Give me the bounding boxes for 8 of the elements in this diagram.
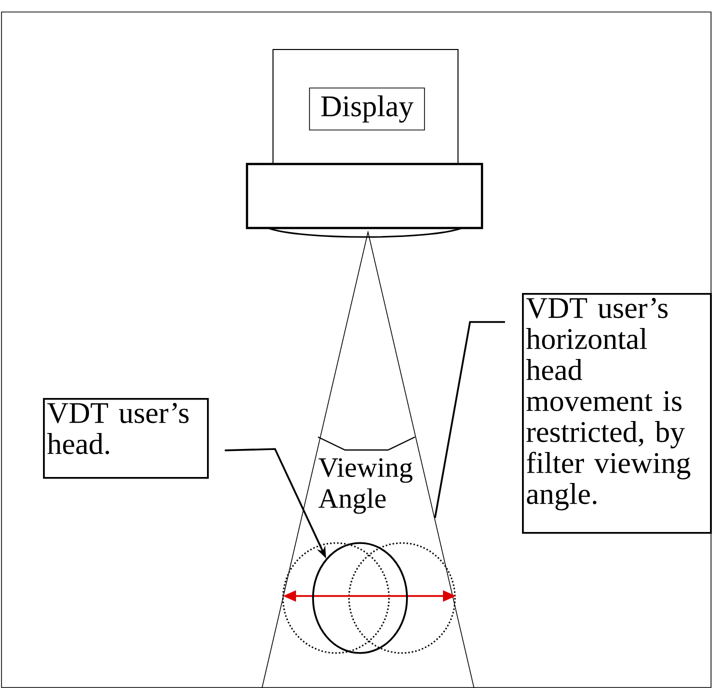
head-ellipse — [312, 542, 408, 654]
callout-box: VDT user’s head. — [43, 398, 209, 479]
monitor-box — [272, 49, 458, 165]
leader-line — [434, 321, 505, 518]
label: Viewing Angle — [318, 458, 412, 514]
filter-box — [246, 162, 484, 230]
callout-box: VDT user’s horizontal head movement is restricted, by filter viewing angle. — [522, 293, 712, 534]
label-box: Display — [309, 88, 425, 130]
